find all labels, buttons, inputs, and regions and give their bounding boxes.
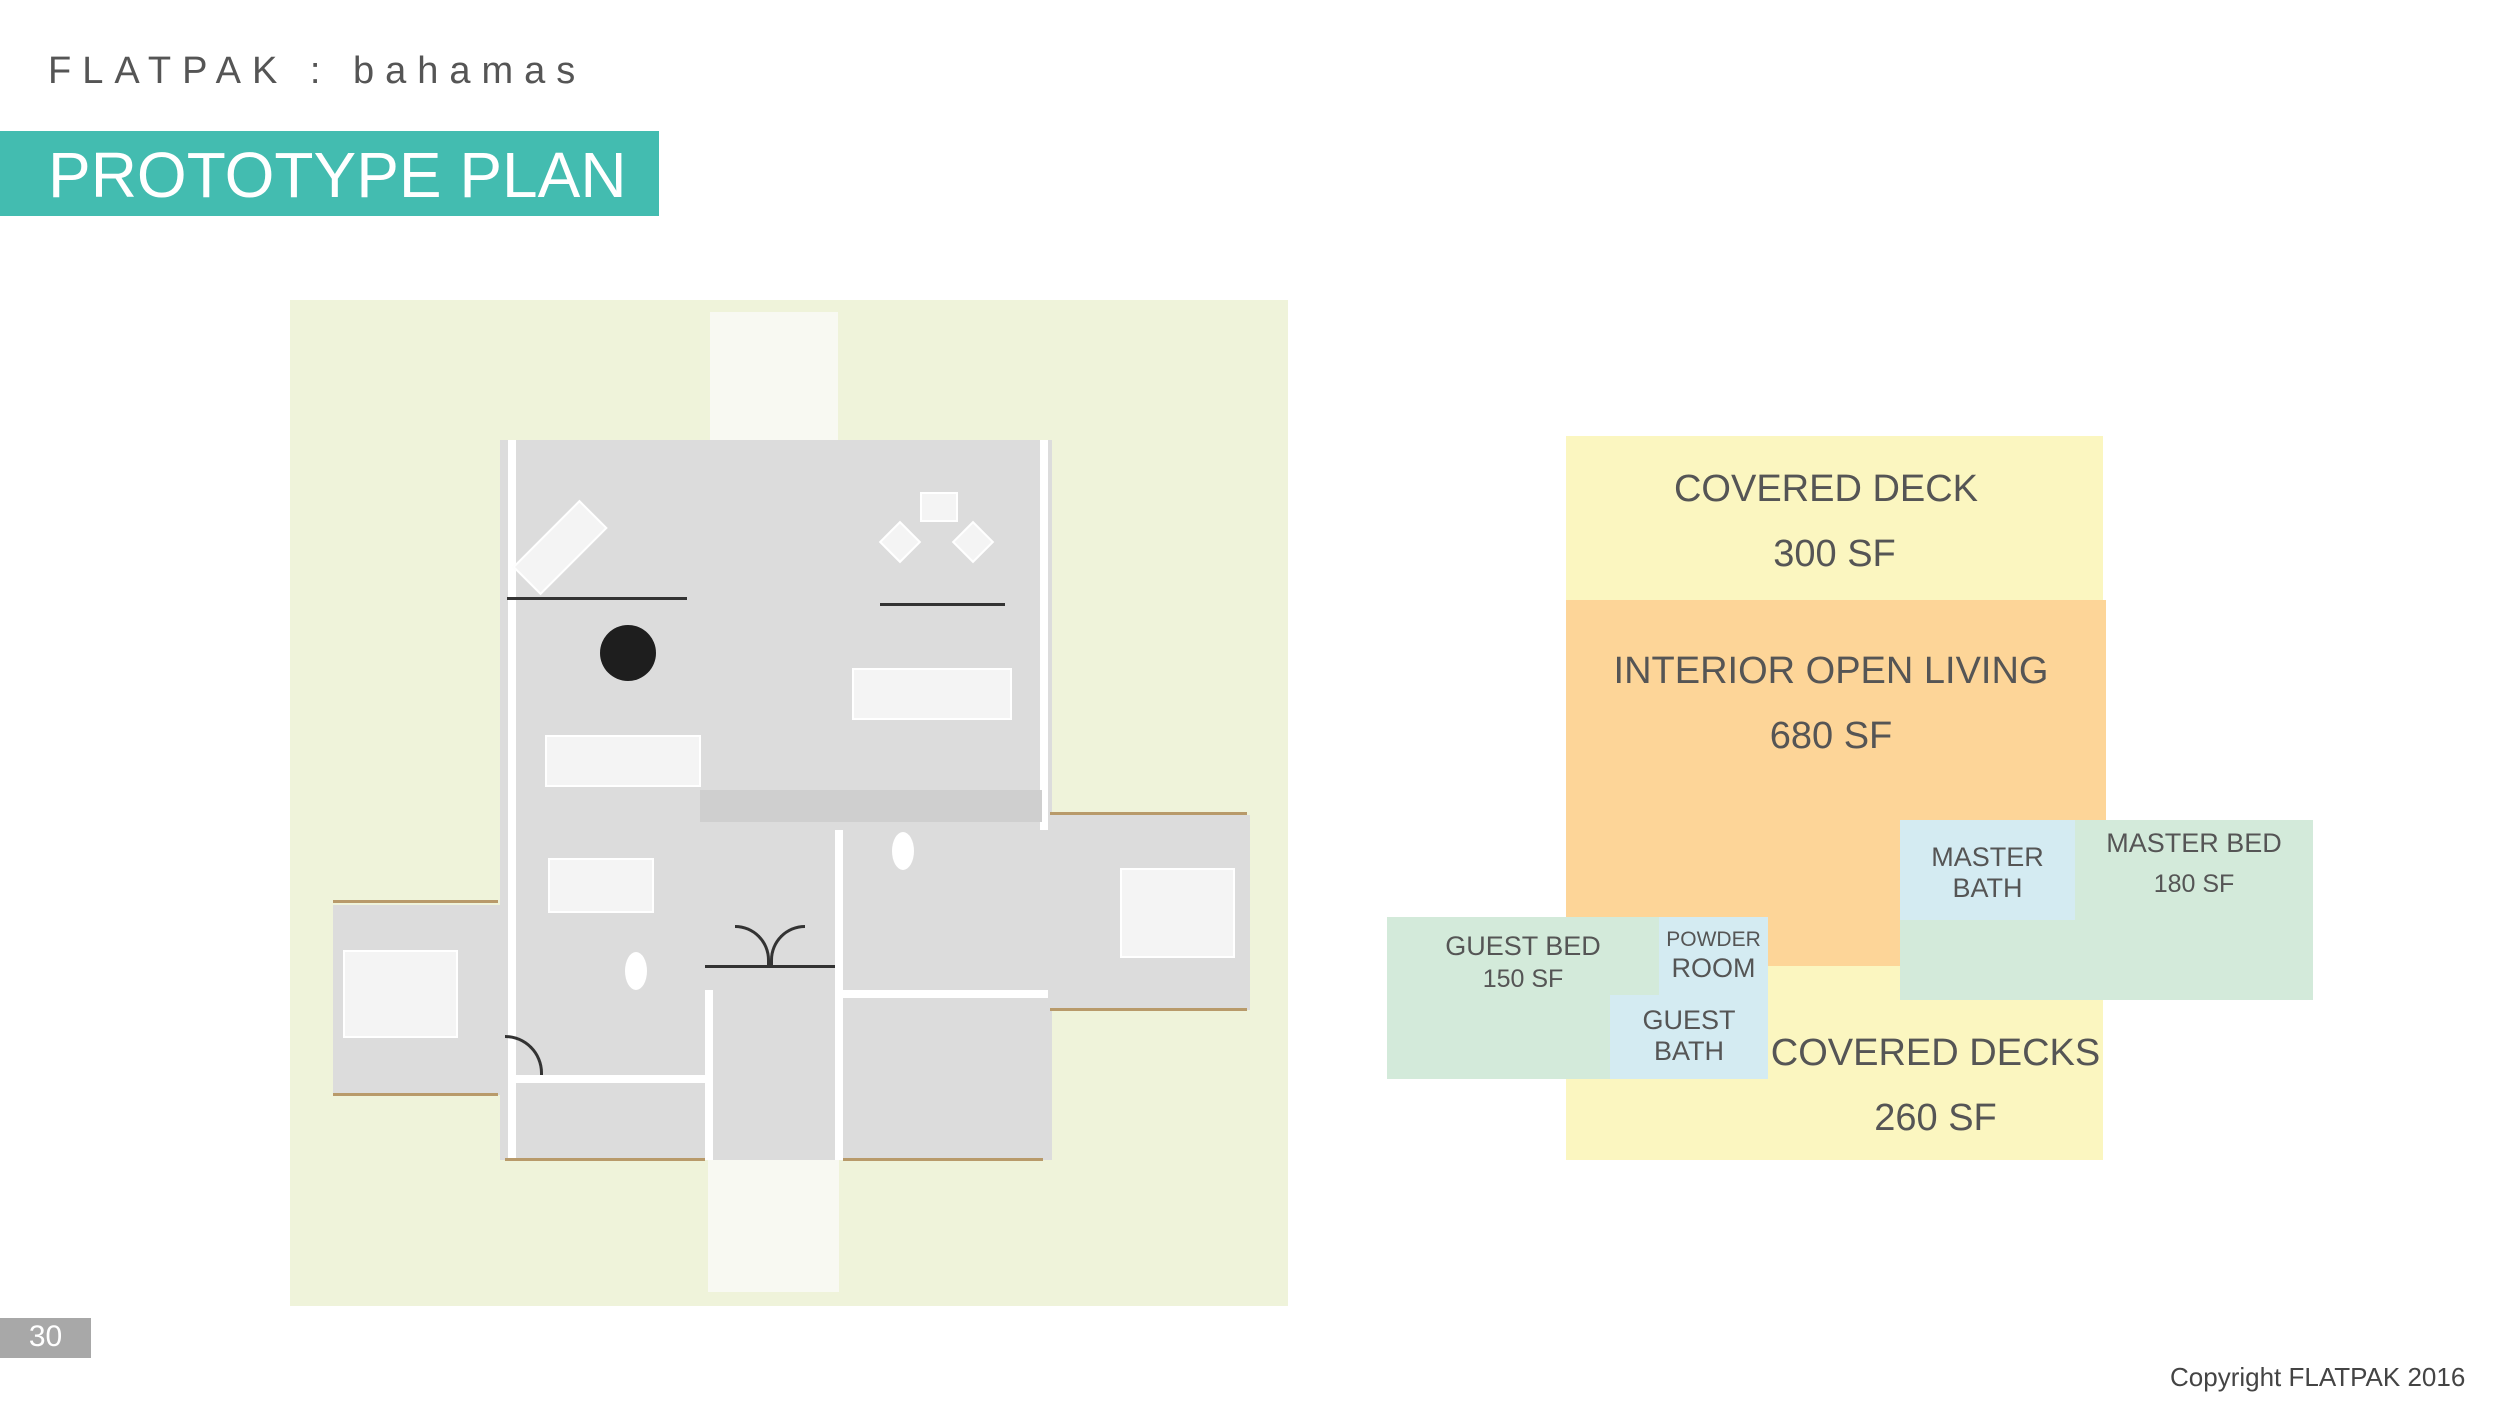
- entry-path-top: [710, 312, 838, 444]
- guest-bed-name: GUEST BED: [1445, 931, 1601, 961]
- plan-deck-edge: [333, 900, 498, 903]
- powder-room-line1: POWDER: [1666, 928, 1761, 951]
- interior-open-living-area: 680 SF: [1769, 715, 1893, 757]
- master-bed-name: MASTER BED: [2106, 828, 2282, 858]
- plan-partition: [843, 990, 1048, 998]
- zone-interior-open-living: [1566, 600, 2106, 822]
- plan-kitchen-counter: [700, 790, 1042, 822]
- zone-powder-room: [1659, 917, 1768, 995]
- title-bar: [0, 131, 659, 216]
- plan-partition: [508, 440, 516, 1160]
- plan-glazing-line: [880, 603, 1005, 606]
- interior-open-living-name: INTERIOR OPEN LIVING: [1613, 650, 2049, 692]
- plan-bed-guest: [343, 950, 458, 1038]
- page-title: PROTOTYPE PLAN: [48, 139, 627, 211]
- page-number-box: [0, 1318, 91, 1358]
- master-bath-line1: MASTER: [1931, 842, 2044, 872]
- plan-round-table: [600, 625, 656, 681]
- master-bath-line2: BATH: [1952, 873, 2023, 903]
- entry-path-bottom: [708, 1160, 839, 1292]
- guest-bath-line1: GUEST: [1642, 1005, 1736, 1035]
- guest-bath-line2: BATH: [1653, 1036, 1724, 1066]
- master-bed-area: 180 SF: [2153, 870, 2235, 898]
- plan-partition: [835, 830, 843, 1160]
- brand-line: FLATPAK : bahamas: [48, 50, 587, 92]
- plan-dining-table: [852, 668, 1012, 720]
- plan-partition: [705, 990, 713, 1160]
- zone-guest-bath: [1610, 995, 1768, 1079]
- page-number: 30: [28, 1320, 63, 1353]
- plan-deck-edge: [1050, 1008, 1247, 1011]
- plan-bed-master: [1120, 868, 1235, 958]
- covered-decks-bottom-area: 260 SF: [1874, 1097, 1997, 1139]
- plan-deck-edge: [843, 1158, 1043, 1161]
- plan-partition: [508, 1075, 708, 1083]
- plan-desk: [548, 858, 654, 913]
- plan-glazing-line: [507, 597, 687, 600]
- powder-room-line2: ROOM: [1671, 953, 1756, 983]
- guest-bed-area: 150 SF: [1482, 965, 1564, 993]
- plan-toilet: [892, 832, 914, 870]
- plan-toilet: [625, 952, 647, 990]
- plan-deck-edge: [505, 1158, 705, 1161]
- plan-deck-edge: [333, 1093, 498, 1096]
- plan-deck-edge: [1050, 812, 1247, 815]
- covered-deck-top-name: COVERED DECK: [1673, 468, 1979, 510]
- copyright: Copyright FLATPAK 2016: [2170, 1362, 2466, 1392]
- covered-decks-bottom-name: COVERED DECKS: [1770, 1032, 2101, 1074]
- plan-chair: [920, 492, 958, 522]
- covered-deck-top-area: 300 SF: [1773, 533, 1896, 575]
- zone-covered-deck-top: [1566, 436, 2103, 600]
- plan-partition: [1040, 440, 1048, 830]
- plan-sofa: [545, 735, 701, 787]
- zone-master-bath: [1900, 820, 2075, 920]
